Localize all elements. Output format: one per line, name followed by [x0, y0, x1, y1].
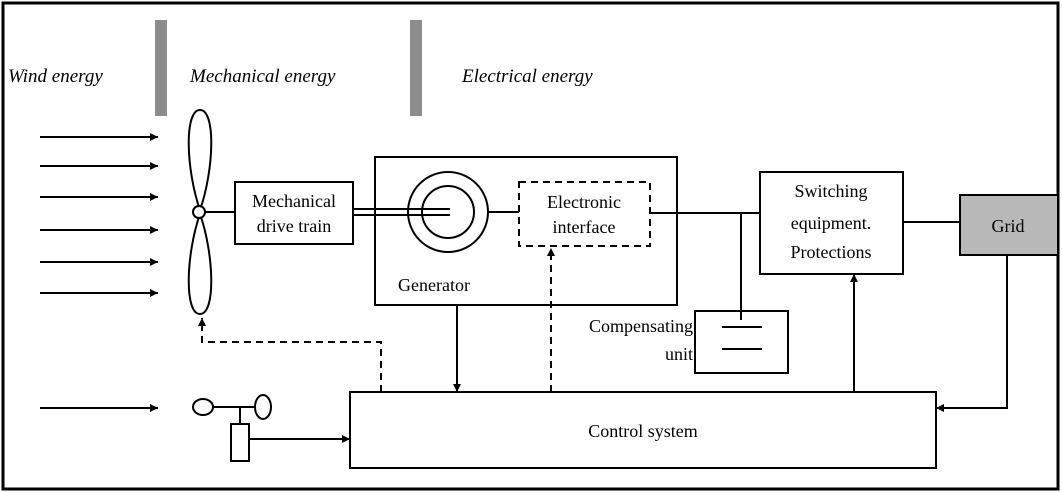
- grid-to-control-arrow: [936, 255, 1008, 412]
- grid-box: [959, 194, 1059, 256]
- grid-label: Grid: [992, 216, 1025, 236]
- generator-outer-circle-icon: [407, 171, 489, 253]
- switching-label-3: Protections: [791, 242, 872, 262]
- drive-train-label-2: drive train: [257, 216, 331, 236]
- compensating-label-2: unit: [665, 344, 693, 364]
- compensating-label-1: Compensating: [589, 316, 693, 336]
- header-wind-energy: Wind energy: [8, 66, 103, 87]
- generator-inner-circle-icon: [421, 185, 475, 239]
- electronic-interface-label-2: interface: [553, 217, 616, 237]
- generator-enclosure: [374, 156, 678, 306]
- compensating-unit-box: [694, 310, 789, 374]
- control-system-box: [349, 391, 937, 469]
- control-to-rotor-arrow: [198, 318, 382, 392]
- header-electrical-energy: Electrical energy: [461, 66, 593, 87]
- wind-arrows: [40, 133, 158, 297]
- generator-label: Generator: [398, 275, 470, 295]
- switching-label-1: Switching: [794, 181, 867, 201]
- switching-label-2: equipment.: [791, 213, 871, 233]
- drive-train-box: [234, 181, 354, 245]
- separator-mechanical-electrical: [410, 20, 422, 116]
- drive-train-label-1: Mechanical: [252, 191, 336, 211]
- separator-wind-mechanical: [155, 20, 167, 116]
- header-mechanical-energy: Mechanical energy: [189, 66, 336, 87]
- electronic-interface-label-1: Electronic: [547, 192, 621, 212]
- control-system-label: Control system: [588, 421, 698, 441]
- anemometer-icon: [192, 394, 272, 462]
